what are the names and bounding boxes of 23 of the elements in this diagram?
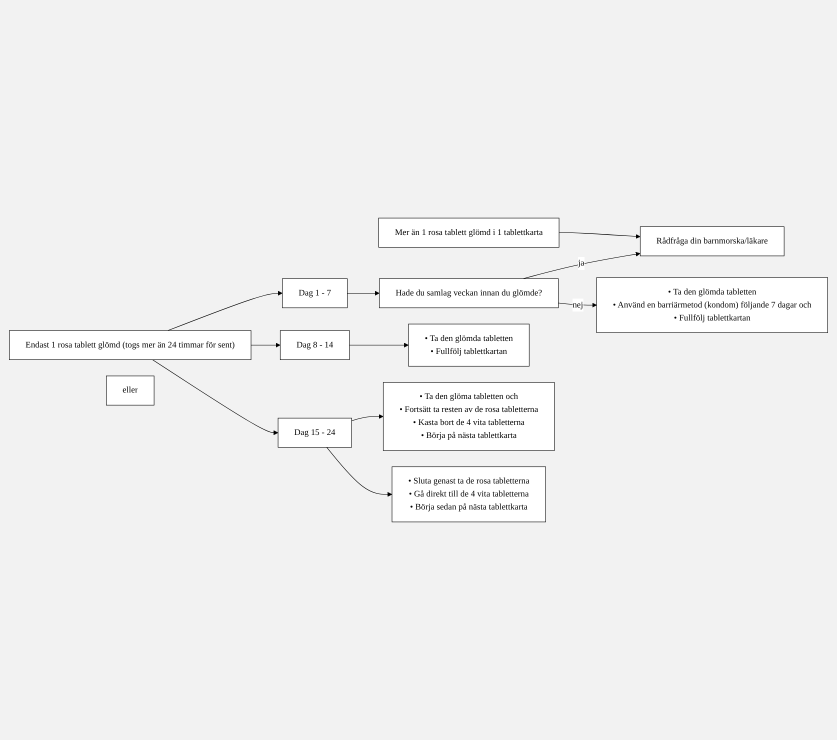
node-box: • Ta den glöma tabletten och • Fortsätt ta resten av de rosa tabletterna • Kasta bort de 4 vita tabletterna • Börja på nästa tablettkarta [382, 382, 555, 451]
node-box: • Ta den glömda tabletten • Fullfölj tablettkartan [408, 324, 530, 366]
node-box: Hade du samlag veckan innan du glömde? [379, 278, 559, 308]
arrow [347, 290, 380, 296]
arrow [558, 232, 640, 239]
node-box: Mer än 1 rosa tablett glömd i 1 tablettkarta [378, 218, 560, 248]
arrow [351, 414, 384, 422]
edge-label: nej [572, 300, 584, 310]
arrow [349, 342, 409, 348]
node-box: • Sluta genast ta de rosa tabletterna • Gå direkt till de 4 vita tabletterna • Börja sedan på nästa tablettkarta [392, 466, 546, 522]
arrow [250, 342, 280, 348]
node-box: Dag 8 - 14 [280, 330, 350, 360]
arrow [523, 252, 640, 279]
node-box: Dag 15 - 24 [278, 418, 352, 448]
arrow [152, 359, 278, 436]
arrow [326, 447, 392, 497]
node-box: • Ta den glömda tabletten • Använd en barriärmetod (kondom) följande 7 dagar och • Fullfölj tablettkartan [596, 277, 828, 333]
edge-label: ja [578, 258, 584, 268]
node-box: Endast 1 rosa tablett glömd (togs mer än 24 timmar för sent) [9, 330, 252, 360]
node-box: Dag 1 - 7 [282, 278, 348, 308]
node-box: eller [106, 376, 154, 406]
arrow [168, 290, 283, 331]
node-box: Rådfråga din barnmorska/läkare [640, 226, 784, 256]
